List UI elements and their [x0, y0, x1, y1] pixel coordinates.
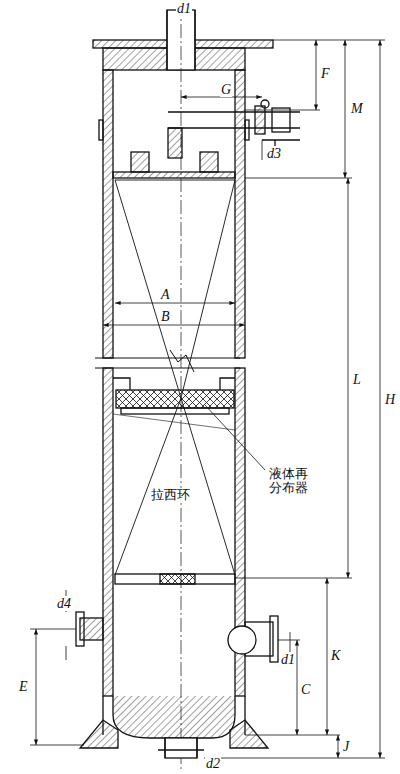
dim-label: d1 — [280, 652, 296, 667]
dim-label: d4 — [56, 596, 72, 611]
dim-label: G — [220, 82, 232, 97]
dim-label: A — [160, 287, 171, 302]
dim-label: d1 — [176, 1, 192, 16]
dim-label: d3 — [266, 146, 282, 161]
dim-label: B — [160, 309, 171, 324]
dim-label: H — [384, 392, 396, 407]
dim-label: L — [352, 372, 362, 387]
dim-label: K — [330, 648, 341, 663]
dim-label: C — [300, 682, 311, 697]
callout-text: 液体再分布器 — [268, 467, 312, 496]
dim-label: M — [350, 101, 364, 116]
dim-label: d2 — [205, 756, 221, 771]
part-name: 拉西环 — [150, 488, 191, 502]
dim-label: F — [320, 66, 331, 81]
dim-label: J — [342, 739, 350, 754]
dim-label: E — [18, 679, 29, 694]
